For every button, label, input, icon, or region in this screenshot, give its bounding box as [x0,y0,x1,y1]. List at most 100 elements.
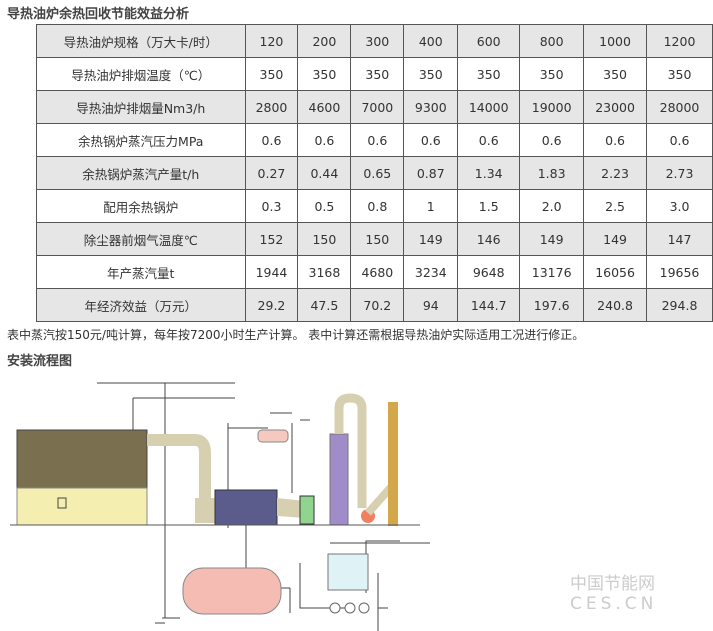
table-cell: 600 [457,24,521,58]
table-cell: 0.87 [403,156,459,190]
table-cell: 350 [583,57,648,91]
oil-boiler-body [16,429,148,489]
table-cell: 800 [519,24,585,58]
table-cell: 350 [519,57,585,91]
table-cell: 70.2 [350,288,405,322]
table-cell: 3168 [297,255,352,289]
page-title: 导热油炉余热回收节能效益分析 [7,7,190,22]
table-cell: 350 [403,57,459,91]
table-cell: 149 [519,222,585,256]
table-cell: 294.8 [646,288,713,322]
table-cell: 23000 [583,90,648,124]
table-cell: 13176 [519,255,585,289]
table-cell: 28000 [646,90,713,124]
table-cell: 0.8 [350,189,405,223]
deaerator-tank [182,567,282,615]
table-cell: 1.83 [519,156,585,190]
table-cell: 197.6 [519,288,585,322]
row-label: 余热锅炉蒸汽产量t/h [36,156,246,190]
table-cell: 1.5 [457,189,521,223]
table-cell: 3.0 [646,189,713,223]
table-cell: 300 [350,24,405,58]
table-cell: 0.3 [244,189,299,223]
oil-boiler-base [16,487,148,526]
row-label: 除尘器前烟气温度℃ [36,222,246,256]
table-cell: 2.23 [583,156,648,190]
table-cell: 29.2 [244,288,299,322]
row-label: 配用余热锅炉 [36,189,246,223]
table-cell: 144.7 [457,288,521,322]
table-note: 表中蒸汽按150元/吨计算，每年按7200小时生产计算。 表中计算还需根据导热油… [7,328,585,342]
table-cell: 1200 [646,24,713,58]
table-cell: 0.65 [350,156,405,190]
table-cell: 19656 [646,255,713,289]
table-cell: 16056 [583,255,648,289]
table-cell: 350 [244,57,299,91]
table-cell: 94 [403,288,459,322]
table-cell: 0.6 [646,123,713,157]
table-cell: 0.6 [457,123,521,157]
table-cell: 1000 [583,24,648,58]
table-cell: 0.27 [244,156,299,190]
row-label: 导热油炉规格（万大卡/时） [36,24,246,58]
table-cell: 1 [403,189,459,223]
section-title: 安装流程图 [7,354,73,369]
flue-duct [147,434,211,508]
table-cell: 9300 [403,90,459,124]
table-cell: 200 [297,24,352,58]
table-cell: 47.5 [297,288,352,322]
steam-distributor [257,429,289,443]
table-cell: 350 [457,57,521,91]
table-cell: 0.6 [350,123,405,157]
table-cell: 2.5 [583,189,648,223]
table-cell: 149 [583,222,648,256]
row-label: 年经济效益（万元） [36,288,246,322]
table-cell: 0.6 [297,123,352,157]
desulfurization-tower [329,433,349,526]
table-cell: 2800 [244,90,299,124]
table-cell: 0.6 [244,123,299,157]
table-cell: 1.34 [457,156,521,190]
table-cell: 0.6 [583,123,648,157]
row-label: 年产蒸汽量t [36,255,246,289]
dust-collector-fan [299,495,315,525]
row-label: 余热锅炉蒸汽压力MPa [36,123,246,157]
table-cell: 350 [646,57,713,91]
table-cell: 2.0 [519,189,585,223]
table-cell: 0.6 [519,123,585,157]
table-cell: 350 [297,57,352,91]
table-cell: 150 [297,222,352,256]
chimney [388,402,398,526]
table-cell: 0.6 [403,123,459,157]
row-label: 导热油炉排烟温度（℃） [36,57,246,91]
table-cell: 120 [244,24,299,58]
table-cell: 4680 [350,255,405,289]
table-cell: 3234 [403,255,459,289]
table-cell: 0.44 [297,156,352,190]
table-cell: 152 [244,222,299,256]
table-cell: 146 [457,222,521,256]
table-cell: 350 [350,57,405,91]
table-cell: 0.5 [297,189,352,223]
table-cell: 400 [403,24,459,58]
waste-heat-boiler [214,489,278,526]
table-cell: 240.8 [583,288,648,322]
table-cell: 149 [403,222,459,256]
table-cell: 147 [646,222,713,256]
table-cell: 19000 [519,90,585,124]
water-tank [327,553,369,591]
table-cell: 4600 [297,90,352,124]
table-cell: 150 [350,222,405,256]
row-label: 导热油炉排烟量Nm3/h [36,90,246,124]
